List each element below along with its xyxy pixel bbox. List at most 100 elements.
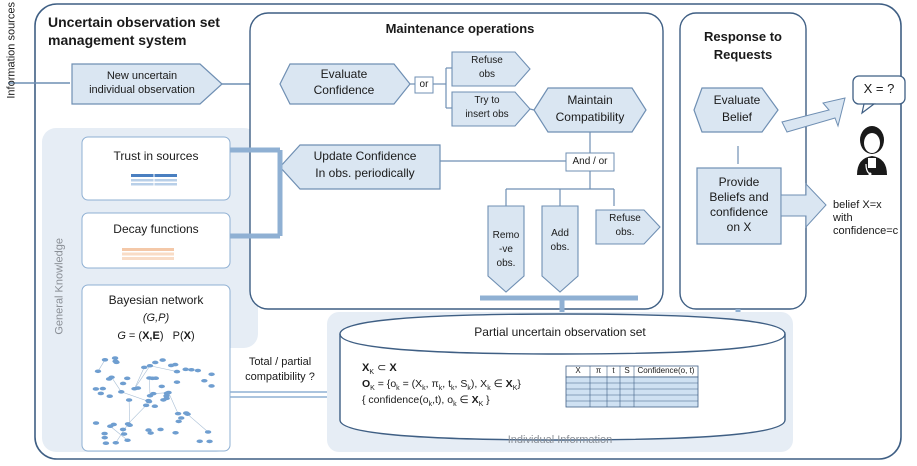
bn-node xyxy=(111,356,119,360)
bn-node xyxy=(157,427,164,432)
trust-table-icon xyxy=(131,174,177,186)
bn-node xyxy=(145,398,152,403)
bn-node xyxy=(112,440,119,445)
bn-edge xyxy=(185,412,209,433)
bn-edge xyxy=(168,392,179,414)
table-header-t: t xyxy=(612,366,615,375)
bn-node xyxy=(147,431,154,435)
bn-node xyxy=(174,411,182,416)
update-confidence-line1: Update Confidence xyxy=(313,149,417,163)
bn-formula-eq: = ( xyxy=(125,330,143,342)
bn-node xyxy=(182,411,190,415)
bn-edge xyxy=(134,367,145,389)
bn-node xyxy=(159,358,166,362)
bn-node xyxy=(99,386,107,391)
bn-edge xyxy=(121,391,150,402)
evaluate-confidence-shape xyxy=(279,63,411,105)
refuse-obs-arrow-2 xyxy=(595,209,661,245)
bayesian-graph-image xyxy=(92,356,215,445)
refuse-obs2-line1: Refuse xyxy=(609,213,641,224)
add-obs-line2: obs. xyxy=(550,242,570,253)
bn-node xyxy=(158,384,165,389)
evaluate-belief-line1: Evaluate xyxy=(713,93,761,107)
table-header-confidence: Confidence(o, t) xyxy=(637,366,695,375)
partial-set-title: Partial uncertain observation set xyxy=(474,325,646,339)
bn-formula-g: G xyxy=(117,330,126,342)
bn-formula-pclose: ) xyxy=(191,330,195,342)
cylinder-rim xyxy=(339,333,786,355)
try-insert-arrow xyxy=(451,91,531,127)
or-box xyxy=(414,76,434,94)
try-insert-line2: insert obs xyxy=(465,109,509,120)
maintenance-title: Maintenance operations xyxy=(385,21,535,36)
belief-output-line3: confidence=c xyxy=(833,225,899,237)
and-or-label: And / or xyxy=(572,156,608,167)
refuse-obs-line2: obs xyxy=(478,69,496,80)
bn-node xyxy=(124,438,131,443)
provide-line3: confidence xyxy=(709,205,769,219)
remove-obs-line1: Remo xyxy=(492,230,520,241)
provide-beliefs-box xyxy=(696,167,782,245)
refuse-obs2-line2: obs. xyxy=(615,227,635,238)
bn-node xyxy=(106,394,113,399)
bn-node xyxy=(165,390,172,395)
response-title-line2: Requests xyxy=(713,47,773,62)
update-confidence-line2: In obs. periodically xyxy=(315,166,415,180)
bn-node xyxy=(178,416,185,420)
query-text: X = ? xyxy=(863,81,895,96)
bn-node xyxy=(208,384,215,388)
system-title-line1: Uncertain observation set xyxy=(48,14,220,30)
bn-edge xyxy=(128,399,131,426)
compat-line1: Total / partial xyxy=(248,356,312,368)
bn-node xyxy=(163,396,170,401)
bn-formula-p: P( xyxy=(172,330,184,342)
doctor-icon xyxy=(857,126,887,176)
observation-table xyxy=(565,365,699,408)
evaluate-belief-shape xyxy=(693,87,779,133)
query-arrow xyxy=(781,97,846,133)
bn-node xyxy=(173,369,181,374)
bn-node xyxy=(172,430,179,435)
new-obs-label-line2: individual observation xyxy=(89,84,195,96)
bn-node xyxy=(108,375,115,380)
decay-functions-label: Decay functions xyxy=(113,222,199,236)
bn-node xyxy=(173,380,181,384)
bn-formula: G = (X,E) P(X) xyxy=(82,330,230,343)
bn-node xyxy=(142,403,150,408)
bn-edge xyxy=(134,365,151,389)
belief-output-line2: with xyxy=(833,212,853,224)
bn-node xyxy=(124,422,132,426)
bn-node xyxy=(167,363,175,368)
query-bubble-tail xyxy=(861,103,876,115)
try-insert-line1: Try to xyxy=(474,95,500,106)
or-label: or xyxy=(419,79,429,90)
bn-node xyxy=(119,427,127,432)
provide-line1: Provide xyxy=(718,175,760,189)
bn-edge xyxy=(149,377,151,396)
bn-node xyxy=(204,430,212,434)
system-title-line2: management system xyxy=(48,32,187,48)
add-obs-arrow xyxy=(541,205,579,293)
bn-node xyxy=(182,367,189,372)
table-header-x: X xyxy=(575,366,581,375)
remove-obs-line3: obs. xyxy=(496,258,516,269)
bn-node xyxy=(107,424,114,429)
add-obs-line1: Add xyxy=(551,228,569,239)
refuse-obs-arrow xyxy=(451,51,531,87)
bn-formula-x: X xyxy=(183,330,191,342)
bn-node xyxy=(208,372,215,377)
decay-functions-box xyxy=(81,212,231,269)
bn-node xyxy=(151,404,159,409)
observation-set-cylinder xyxy=(339,313,786,441)
compat-line2: compatibility ? xyxy=(245,371,315,383)
bn-node xyxy=(188,367,195,372)
bn-node xyxy=(101,358,109,362)
bn-edge xyxy=(97,359,106,372)
bn-node xyxy=(149,376,156,381)
bn-formula-xe: X,E xyxy=(142,330,160,342)
bn-node xyxy=(150,391,157,396)
info-sources-label: Information sources xyxy=(5,2,18,99)
maintain-compatibility-line2: Compatibility xyxy=(555,110,625,124)
belief-output-line1: belief X=x xyxy=(833,199,882,211)
